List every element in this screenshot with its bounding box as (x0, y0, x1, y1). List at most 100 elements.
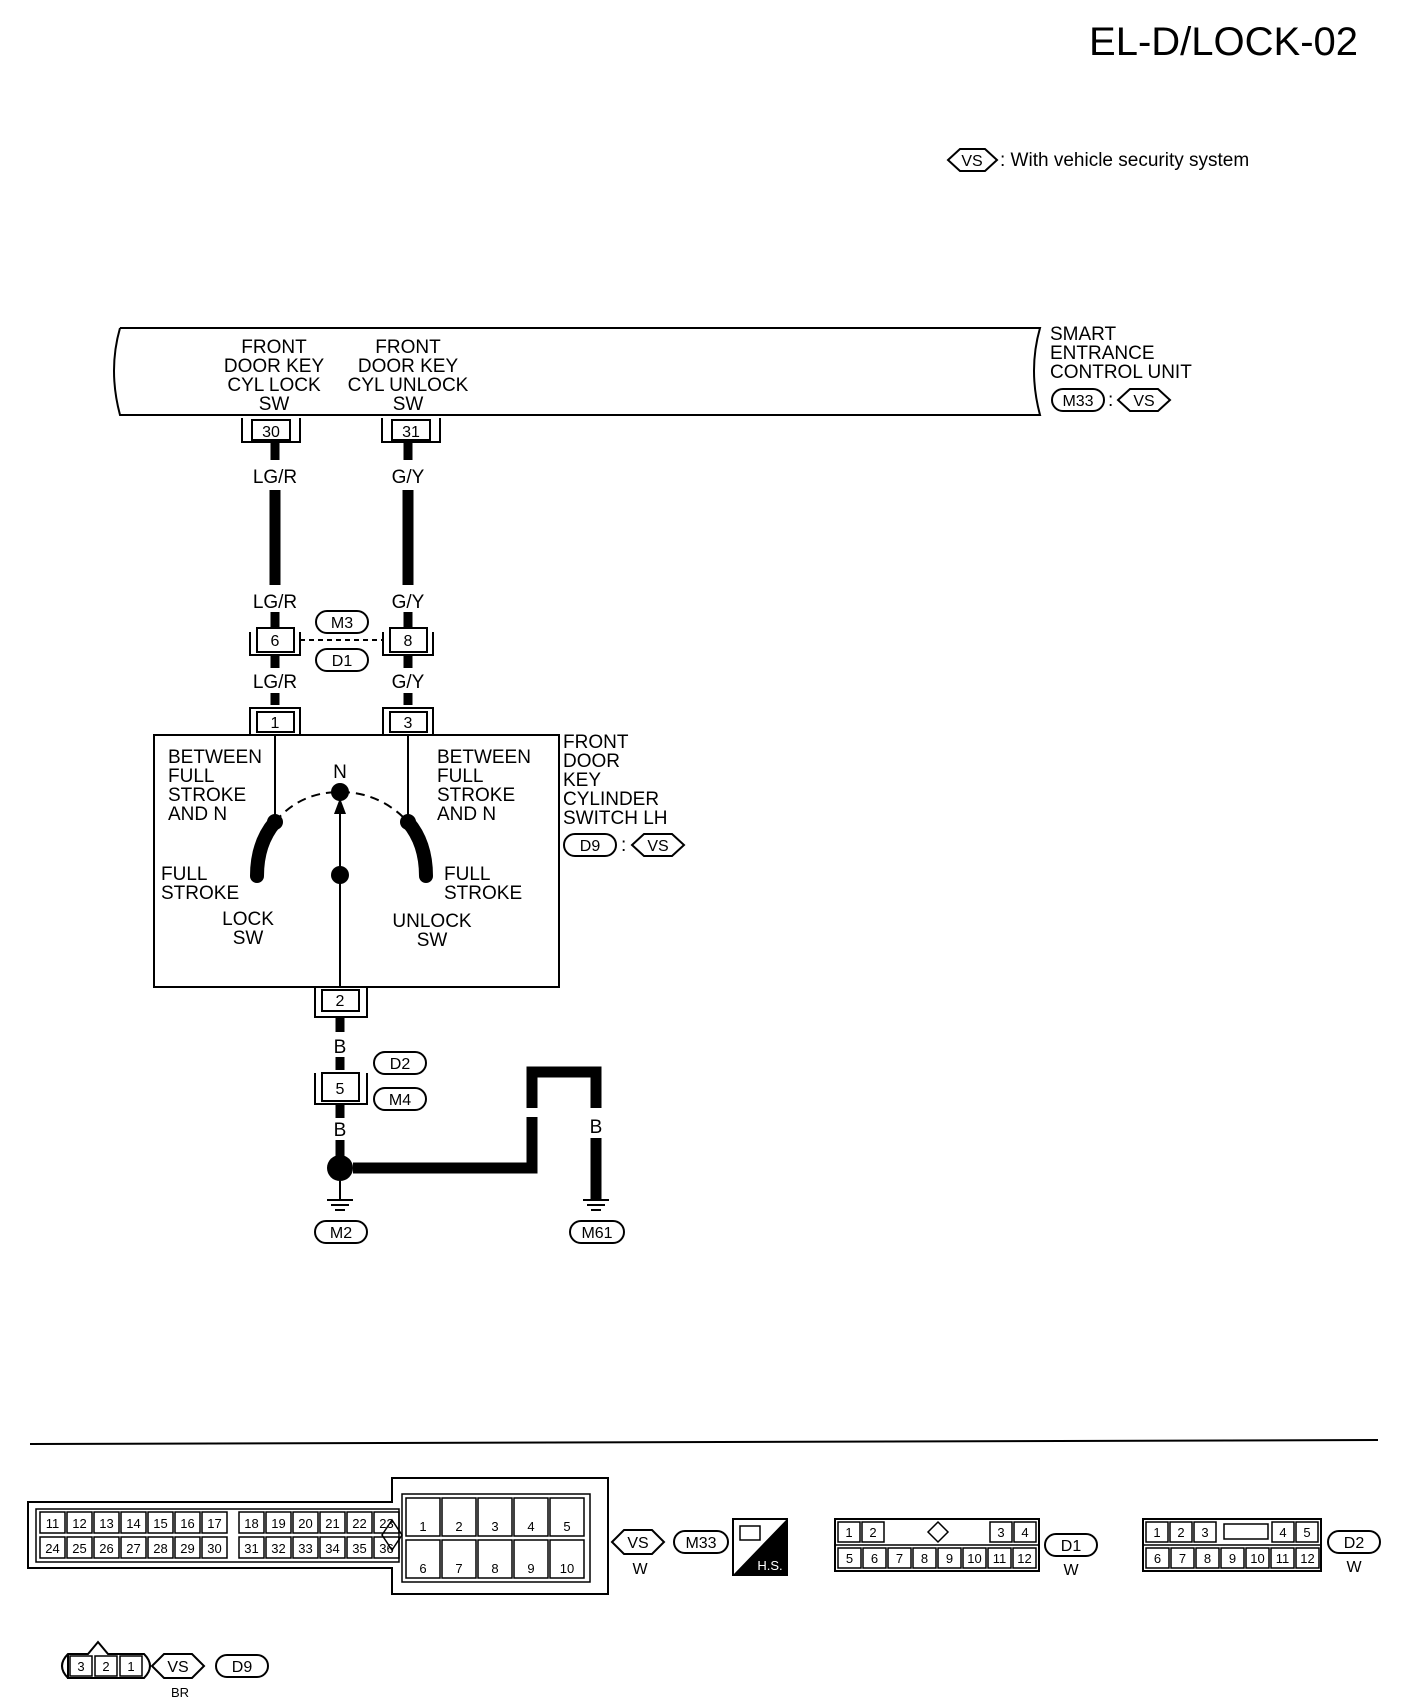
m33-pin-22: 22 (352, 1516, 366, 1531)
wire-unlock-color-1: G/Y (392, 467, 425, 488)
d2-pin-9: 9 (1229, 1551, 1236, 1566)
ground-conn-bottom: M4 (389, 1092, 411, 1109)
m33-pin-30: 30 (207, 1541, 221, 1556)
m33-pin-31-cell (238, 1536, 265, 1559)
m33-pin-21: 21 (325, 1516, 339, 1531)
between-right-4: AND N (437, 804, 496, 825)
control-unit-option: VS (1133, 393, 1154, 410)
between-right-1: BETWEEN (437, 747, 531, 768)
d1-pin-5-cell (837, 1547, 862, 1569)
d2-pin-12: 12 (1300, 1551, 1314, 1566)
wire-lock-color-3: LG/R (253, 672, 297, 693)
m33-pin-29-cell (174, 1536, 201, 1559)
m33-pin-6: 6 (419, 1561, 426, 1576)
key-switch-connector: D9 (580, 838, 601, 855)
unlock-sw-label-1: FRONT (375, 337, 441, 358)
m33-pin-20: 20 (298, 1516, 312, 1531)
svg-text::: : (621, 835, 626, 856)
m33-pin-4: 4 (527, 1519, 534, 1534)
m33-pin-2-cell (441, 1497, 477, 1537)
m33-pin-3: 3 (491, 1519, 498, 1534)
m33-pin-31: 31 (244, 1541, 258, 1556)
m33-pin-9: 9 (527, 1561, 534, 1576)
svg-text:2: 2 (336, 993, 345, 1010)
m33-pin-2: 2 (455, 1519, 462, 1534)
d2-pin-10-cell (1245, 1547, 1270, 1569)
m33-pin-1-cell (405, 1497, 441, 1537)
between-left-2: FULL (168, 766, 214, 787)
page-title: EL-D/LOCK-02 (1089, 20, 1358, 64)
m33-pin-23: 23 (379, 1516, 393, 1531)
key-switch-option: VS (647, 838, 668, 855)
hs-label: H.S. (757, 1558, 782, 1573)
d1-pin-1: 1 (845, 1525, 852, 1540)
key-switch-name-5: SWITCH LH (563, 808, 668, 829)
d2-pin-8-cell (1195, 1547, 1220, 1569)
d2-connector: D2 (1344, 1535, 1365, 1552)
m33-pin-26: 26 (99, 1541, 113, 1556)
m33-pin-27: 27 (126, 1541, 140, 1556)
ground-wire-color-1: B (334, 1037, 347, 1058)
key-switch-name-2: DOOR (563, 751, 620, 772)
legend-code: VS (961, 153, 982, 170)
m33-pin-6-cell (405, 1539, 441, 1579)
unlock-sw-label-4: SW (393, 394, 424, 415)
m33-pin-32-cell (265, 1536, 292, 1559)
d1-pin-2-cell (861, 1521, 885, 1543)
d1-pin-4-cell (1013, 1521, 1037, 1543)
hs-icon: H.S. (732, 1518, 788, 1576)
m33-pin-12: 12 (72, 1516, 86, 1531)
lock-sw-label-3: CYL LOCK (227, 375, 321, 396)
smart-entrance-control-unit: SMART ENTRANCE CONTROL UNIT M33 : VS FRO… (113, 324, 1192, 416)
m33-pin-3-cell (477, 1497, 513, 1537)
m33-option: VS (627, 1535, 648, 1552)
m33-pin-8-cell (477, 1539, 513, 1579)
m33-pin-9-cell (513, 1539, 549, 1579)
svg-text:31: 31 (402, 424, 420, 441)
d9-pin-3: 3 (77, 1659, 84, 1674)
m33-pin-16-cell (174, 1511, 201, 1534)
m33-pin-11-cell (39, 1511, 66, 1534)
wire-unlock-color-2: G/Y (392, 592, 425, 613)
m33-connector: M33 (685, 1535, 716, 1552)
d2-pin-2-cell (1169, 1521, 1193, 1543)
svg-text::: : (1108, 390, 1113, 411)
m33-pin-35-cell (346, 1536, 373, 1559)
m33-pin-19-cell (265, 1511, 292, 1534)
d9-pin-1-cell (119, 1655, 143, 1677)
key-switch-name-4: CYLINDER (563, 789, 659, 810)
joint-conn-top: M3 (331, 615, 353, 632)
m33-pin-21-cell (319, 1511, 346, 1534)
m33-pin-23-cell (373, 1511, 400, 1534)
between-left-1: BETWEEN (168, 747, 262, 768)
d9-connector: D9 (232, 1659, 253, 1676)
d1-pin-6-cell (862, 1547, 887, 1569)
m33-pin-24: 24 (45, 1541, 59, 1556)
control-unit-name-3: CONTROL UNIT (1050, 362, 1192, 383)
legend: VS : With vehicle security system (946, 148, 1249, 172)
svg-text:3: 3 (404, 715, 413, 732)
d1-color: W (1063, 1562, 1079, 1579)
wire-lock: LG/R LG/R LG/R (253, 442, 297, 705)
d1-pin-10: 10 (967, 1551, 981, 1566)
ground-wire-color-3: B (526, 1117, 539, 1138)
m33-pin-4-cell (513, 1497, 549, 1537)
unlock-sw-label-3: CYL UNLOCK (348, 375, 469, 396)
lock-sw-label-1: FRONT (241, 337, 307, 358)
m33-pin-13: 13 (99, 1516, 113, 1531)
m33-pin-14-cell (120, 1511, 147, 1534)
m33-pin-18: 18 (244, 1516, 258, 1531)
d2-pin-11-cell (1270, 1547, 1295, 1569)
m33-pin-33: 33 (298, 1541, 312, 1556)
legend-text: : With vehicle security system (1000, 150, 1249, 171)
wire-lock-color-1: LG/R (253, 467, 297, 488)
d1-pin-3-cell (989, 1521, 1013, 1543)
d2-pin-12-cell (1295, 1547, 1320, 1569)
d1-pin-7-cell (887, 1547, 912, 1569)
lock-sw-2: SW (233, 928, 264, 949)
d2-pin-6: 6 (1154, 1551, 1161, 1566)
d2-pin-3: 3 (1201, 1525, 1208, 1540)
svg-text:8: 8 (404, 633, 413, 650)
m33-pin-20-cell (292, 1511, 319, 1534)
